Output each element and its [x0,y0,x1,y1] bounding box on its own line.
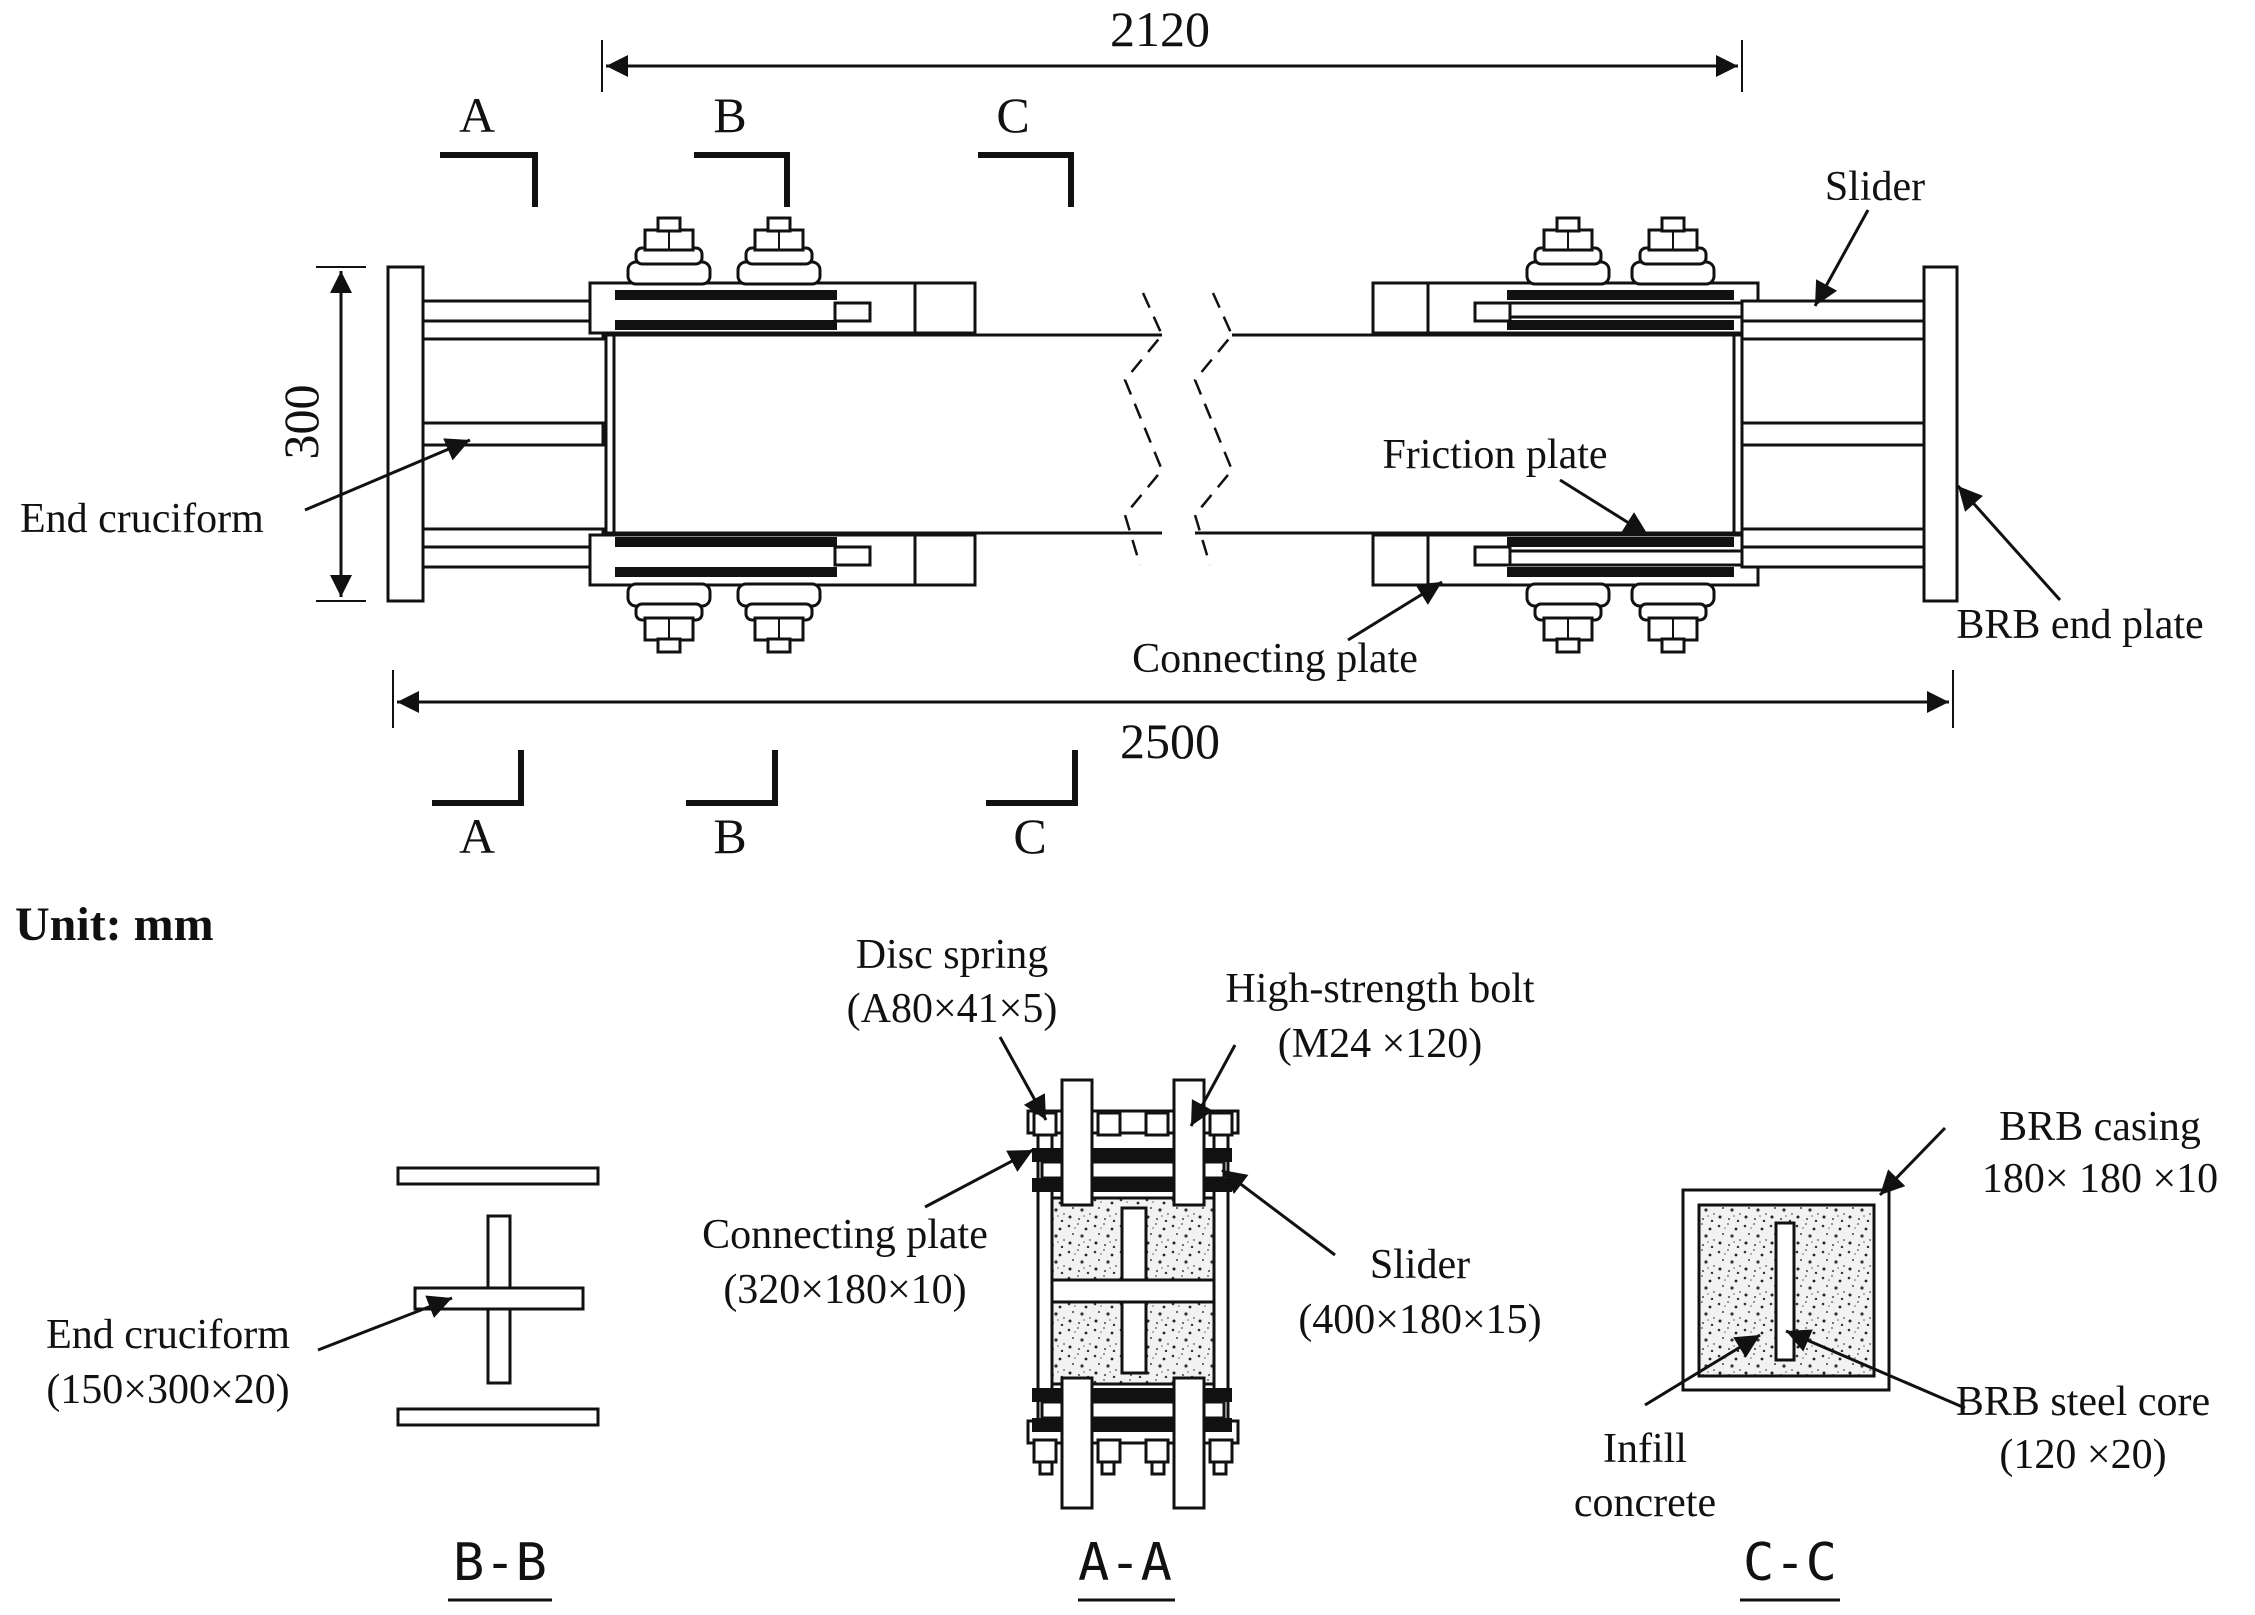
label-brb-end-plate: BRB end plate [1956,602,2203,648]
dimension-height-label: 300 [273,385,329,460]
cc-infill-1: Infill [1603,1426,1687,1472]
cc-casing-dims: 180× 180 ×10 [1982,1156,2218,1202]
dimension-top: 2120 [601,1,1743,92]
aa-disc-spring: Disc spring [856,932,1049,978]
bolt-top-right-1 [1525,216,1611,286]
bolt-bottom-left-1 [626,582,712,654]
dimension-bottom: 2500 [392,670,1954,769]
dimension-height: 300 [273,266,366,602]
break-lines [1123,292,1234,566]
marker-b-top: B [713,87,746,143]
section-bb: End cruciform (150×300×20) B-B [46,1166,600,1602]
cc-core-dims: (120 ×20) [1999,1432,2166,1478]
dimension-bottom-label: 2500 [1120,713,1220,769]
brb-end-plate-right [1922,265,1959,603]
cc-casing: BRB casing [1999,1104,2201,1150]
brb-end-plate-left [386,265,425,603]
label-slider-top: Slider [1825,164,1925,210]
unit-label: Unit: mm [15,898,214,951]
marker-a-top: A [459,87,495,143]
label-friction-plate: Friction plate [1382,432,1607,478]
bolt-top-left-1 [626,216,712,286]
aa-bolt: High-strength bolt [1225,966,1534,1012]
bolt-top-right-2 [1630,216,1716,286]
cc-title: C-C [1743,1533,1837,1593]
bolt-bottom-right-1 [1525,582,1611,654]
bb-title: B-B [453,1533,547,1593]
section-markers-bottom: A B C [432,750,1078,864]
bolt-top-left-2 [736,216,822,286]
elevation-labels: Slider End cruciform Friction plate BRB … [20,164,2204,682]
aa-disc-spring-dims: (A80×41×5) [847,986,1058,1032]
marker-c-bottom: C [1013,808,1046,864]
bb-label: End cruciform [46,1312,290,1358]
bb-label-dims: (150×300×20) [46,1367,289,1413]
marker-c-top: C [996,87,1029,143]
section-aa: Disc spring (A80×41×5) High-strength bol… [702,932,1542,1602]
aa-connecting-plate: Connecting plate [702,1212,988,1258]
bolt-bottom-right-2 [1630,582,1716,654]
aa-bolt-dims: (M24 ×120) [1278,1021,1483,1067]
aa-connecting-plate-dims: (320×180×10) [723,1267,966,1313]
section-cc: BRB casing 180× 180 ×10 BRB steel core (… [1574,1104,2218,1602]
label-end-cruciform-top: End cruciform [20,496,264,542]
bolt-bottom-left-2 [736,582,822,654]
cc-infill-2: concrete [1574,1480,1716,1526]
marker-a-bottom: A [459,808,495,864]
section-markers-top: A B C [440,87,1074,207]
cc-core: BRB steel core [1956,1379,2210,1425]
aa-slider: Slider [1370,1242,1470,1288]
marker-b-bottom: B [713,808,746,864]
left-end-assembly [386,216,1162,654]
aa-title: A-A [1078,1533,1172,1593]
aa-slider-dims: (400×180×15) [1298,1297,1541,1343]
dimension-top-label: 2120 [1110,1,1210,57]
label-connecting-plate-top: Connecting plate [1132,636,1418,682]
right-end-assembly [1195,216,1959,654]
